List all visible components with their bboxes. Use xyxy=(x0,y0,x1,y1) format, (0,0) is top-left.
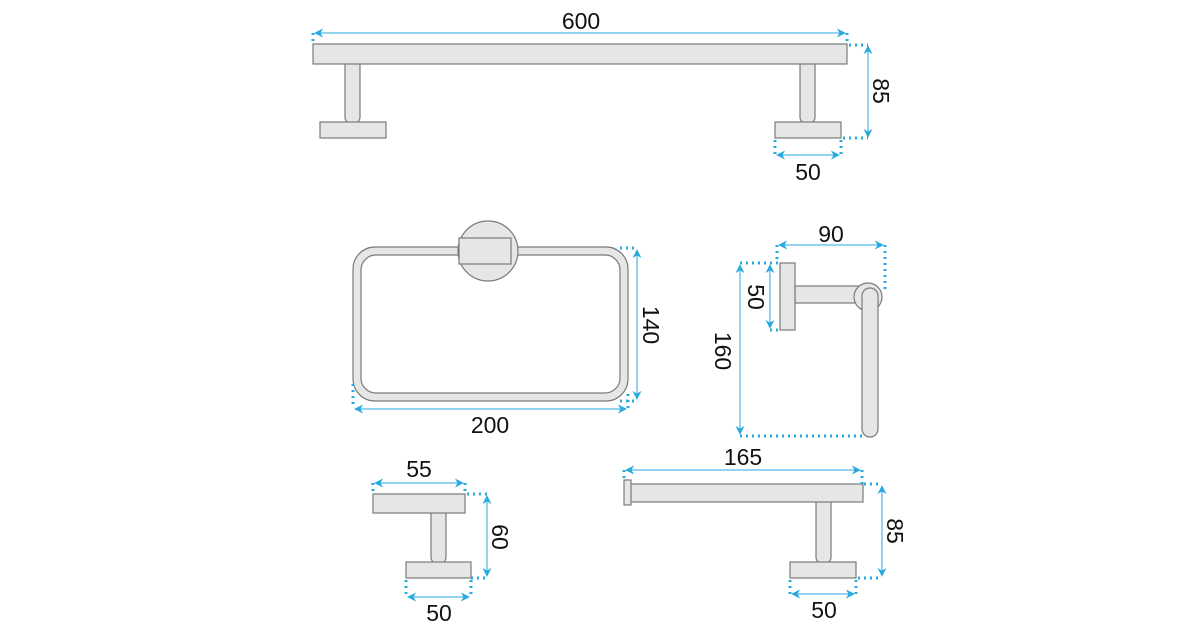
towel-ring-width-label: 200 xyxy=(471,412,509,438)
robe-hook: 55 60 50 xyxy=(371,456,513,626)
towel-bar: 600 85 50 xyxy=(311,8,894,185)
paper-holder-depth-label: 85 xyxy=(882,518,908,544)
towel-ring: 140 200 xyxy=(351,220,664,438)
robe-hook-width-label: 55 xyxy=(406,456,432,482)
paper-holder-base-label: 50 xyxy=(811,597,837,623)
robe-hook-depth-label: 60 xyxy=(487,524,513,550)
towel-ring-height-label: 140 xyxy=(638,306,664,344)
paper-holder: 165 85 50 xyxy=(622,444,908,623)
robe-hook-base-label: 50 xyxy=(426,600,452,626)
paper-holder-length-label: 165 xyxy=(724,444,762,470)
towel-bar-base-label: 50 xyxy=(795,159,821,185)
towel-holder-plate-label: 50 xyxy=(743,284,769,310)
towel-holder-depth-label: 90 xyxy=(818,221,844,247)
towel-holder: 90 50 160 xyxy=(710,221,887,438)
towel-holder-height-label: 160 xyxy=(710,332,736,370)
towel-bar-depth-label: 85 xyxy=(868,78,894,104)
towel-bar-length-label: 600 xyxy=(562,8,600,34)
